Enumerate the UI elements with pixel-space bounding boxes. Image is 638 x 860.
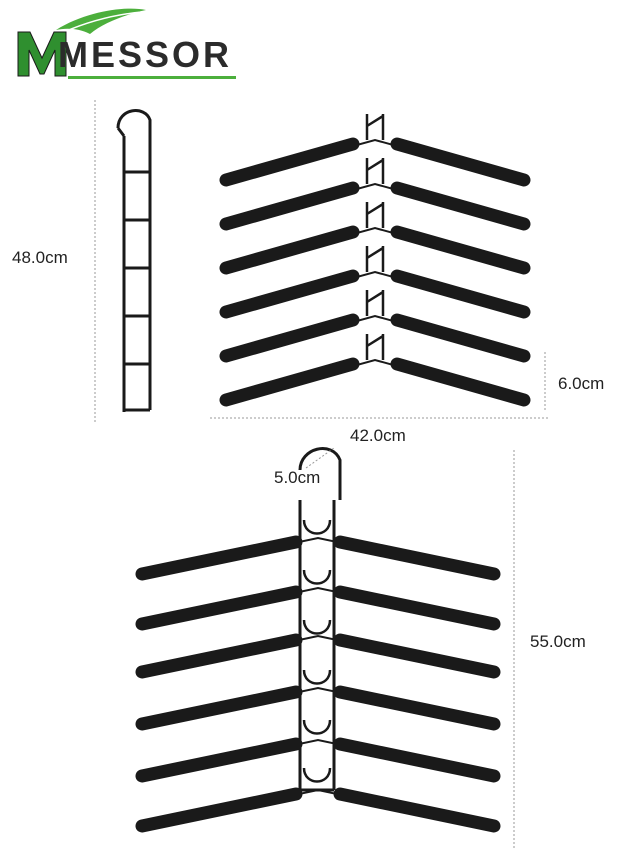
hanger bbox=[219, 290, 531, 363]
side-rack bbox=[116, 109, 152, 412]
hanger bbox=[135, 535, 501, 581]
hanger-width-label: 42.0cm bbox=[350, 426, 406, 445]
brand-logo: MESSOR bbox=[8, 4, 248, 84]
hanger-clip bbox=[302, 719, 332, 735]
hanger-clip bbox=[302, 569, 332, 585]
hanger bbox=[135, 685, 501, 731]
logo-underline bbox=[68, 76, 236, 79]
hanger bbox=[135, 737, 501, 783]
hanger bbox=[219, 114, 531, 187]
leaf-icon bbox=[17, 8, 146, 77]
assembled-hangers bbox=[135, 519, 501, 833]
rack-height-label: 48.0cm bbox=[12, 248, 68, 267]
hanger bbox=[135, 585, 501, 631]
hanger-clip bbox=[302, 619, 332, 635]
hanger-clip bbox=[302, 519, 332, 535]
hanger bbox=[135, 633, 501, 679]
hanger bbox=[135, 787, 501, 833]
hanger-gap-label: 6.0cm bbox=[558, 374, 605, 393]
hanger bbox=[219, 246, 531, 319]
total-height-label: 55.0cm bbox=[530, 632, 586, 651]
main-hook bbox=[298, 447, 342, 792]
brand-name: MESSOR bbox=[58, 34, 233, 75]
hanger-clip bbox=[302, 767, 332, 783]
hook-size-label: 5.0cm bbox=[274, 468, 321, 487]
hanger bbox=[219, 158, 531, 231]
hanger bbox=[219, 334, 531, 407]
hanger bbox=[219, 202, 531, 275]
hanger-clip bbox=[302, 669, 332, 685]
hook-guide bbox=[305, 447, 335, 469]
stacked-hangers bbox=[219, 114, 531, 407]
